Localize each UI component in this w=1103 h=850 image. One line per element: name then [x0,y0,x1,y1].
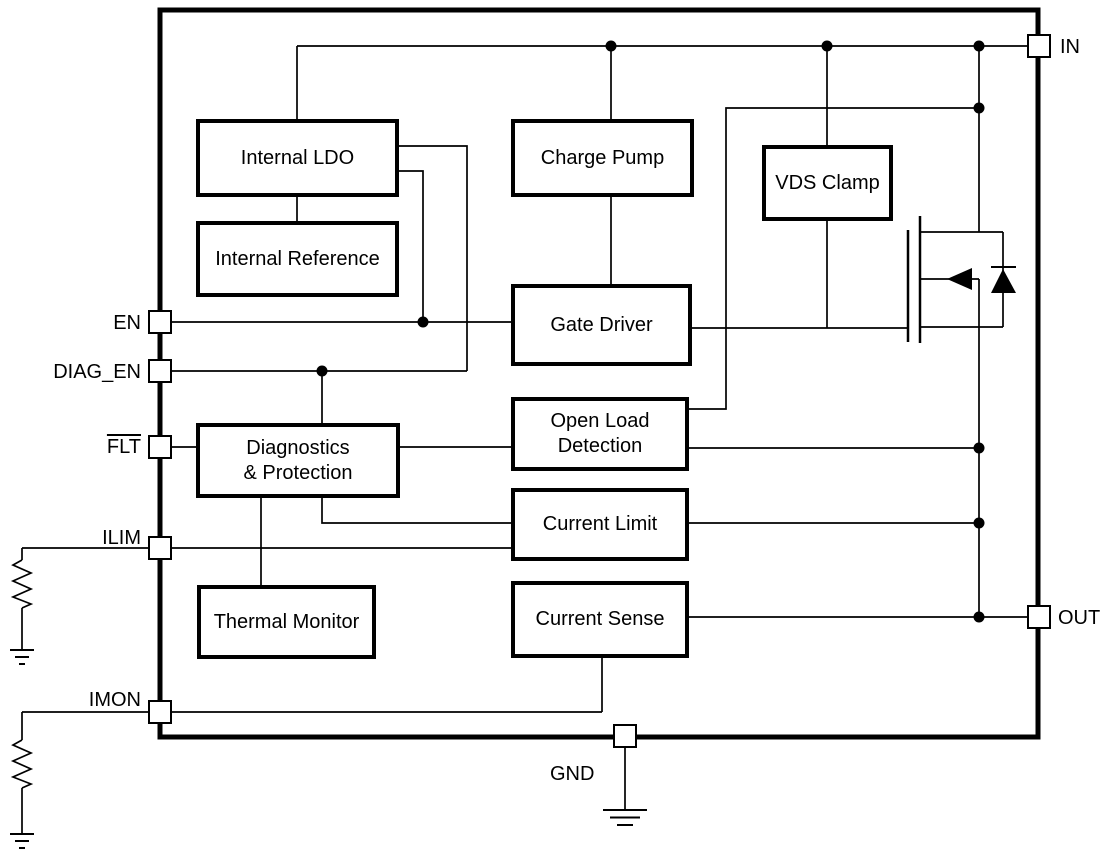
mosfet-icon [906,216,1016,343]
ground-icon-imon [10,833,34,849]
wire-ldo-out-b [398,170,424,322]
junction-dot [973,442,985,454]
pin-square-diag-en [148,359,172,383]
block-charge-pump: Charge Pump [511,119,694,197]
block-gate-driver: Gate Driver [511,284,692,366]
resistor-zigzag [10,559,34,609]
block-diagnostics-protection: Diagnostics & Protection [196,423,400,498]
block-current-sense: Current Sense [511,581,689,658]
resistor-imon-icon [10,712,34,833]
junction-dot [973,102,985,114]
resistor-ilim-icon [10,548,34,650]
block-internal-reference: Internal Reference [196,221,399,297]
ground-icon-gnd [603,809,647,826]
junction-dot [973,40,985,52]
pin-label-gnd: GND [550,763,595,785]
pin-label-imon: IMON [88,689,141,711]
body-diode-icon [991,269,1016,293]
resistor-zigzag [10,739,34,789]
junction-dot [821,40,833,52]
block-thermal-monitor: Thermal Monitor [197,585,376,659]
junction-dot [973,611,985,623]
wire-openload-to-drain [688,107,979,410]
pin-label-ilim: ILIM [102,527,141,549]
pin-label-en: EN [113,312,141,334]
pin-label-in: IN [1060,36,1080,58]
block-vds-clamp: VDS Clamp [762,145,893,221]
wire-diag-to-currentlimit [321,497,511,524]
block-open-load-detection: Open Load Detection [511,397,689,471]
wires [22,45,1028,810]
pin-square-en [148,310,172,334]
mosfet-body-arrow-icon [947,268,972,290]
pin-square-in [1027,34,1051,58]
block-internal-ldo: Internal LDO [196,119,399,197]
pin-square-ilim [148,536,172,560]
pin-square-imon [148,700,172,724]
block-current-limit: Current Limit [511,488,689,561]
pin-label-flt: FLT [106,436,141,458]
pin-label-diag-en: DIAG_EN [53,361,141,383]
pin-square-gnd [613,724,637,748]
junction-dot [417,316,429,328]
pin-label-out: OUT [1058,607,1101,629]
pin-square-out [1027,605,1051,629]
junction-dot [316,365,328,377]
ground-icon-ilim [10,649,34,665]
pin-square-flt [148,435,172,459]
junction-dot [973,517,985,529]
junction-dot [605,40,617,52]
pin-squares [148,34,1051,748]
wire-ldo-out-a [398,145,468,371]
junction-dots [316,40,985,623]
